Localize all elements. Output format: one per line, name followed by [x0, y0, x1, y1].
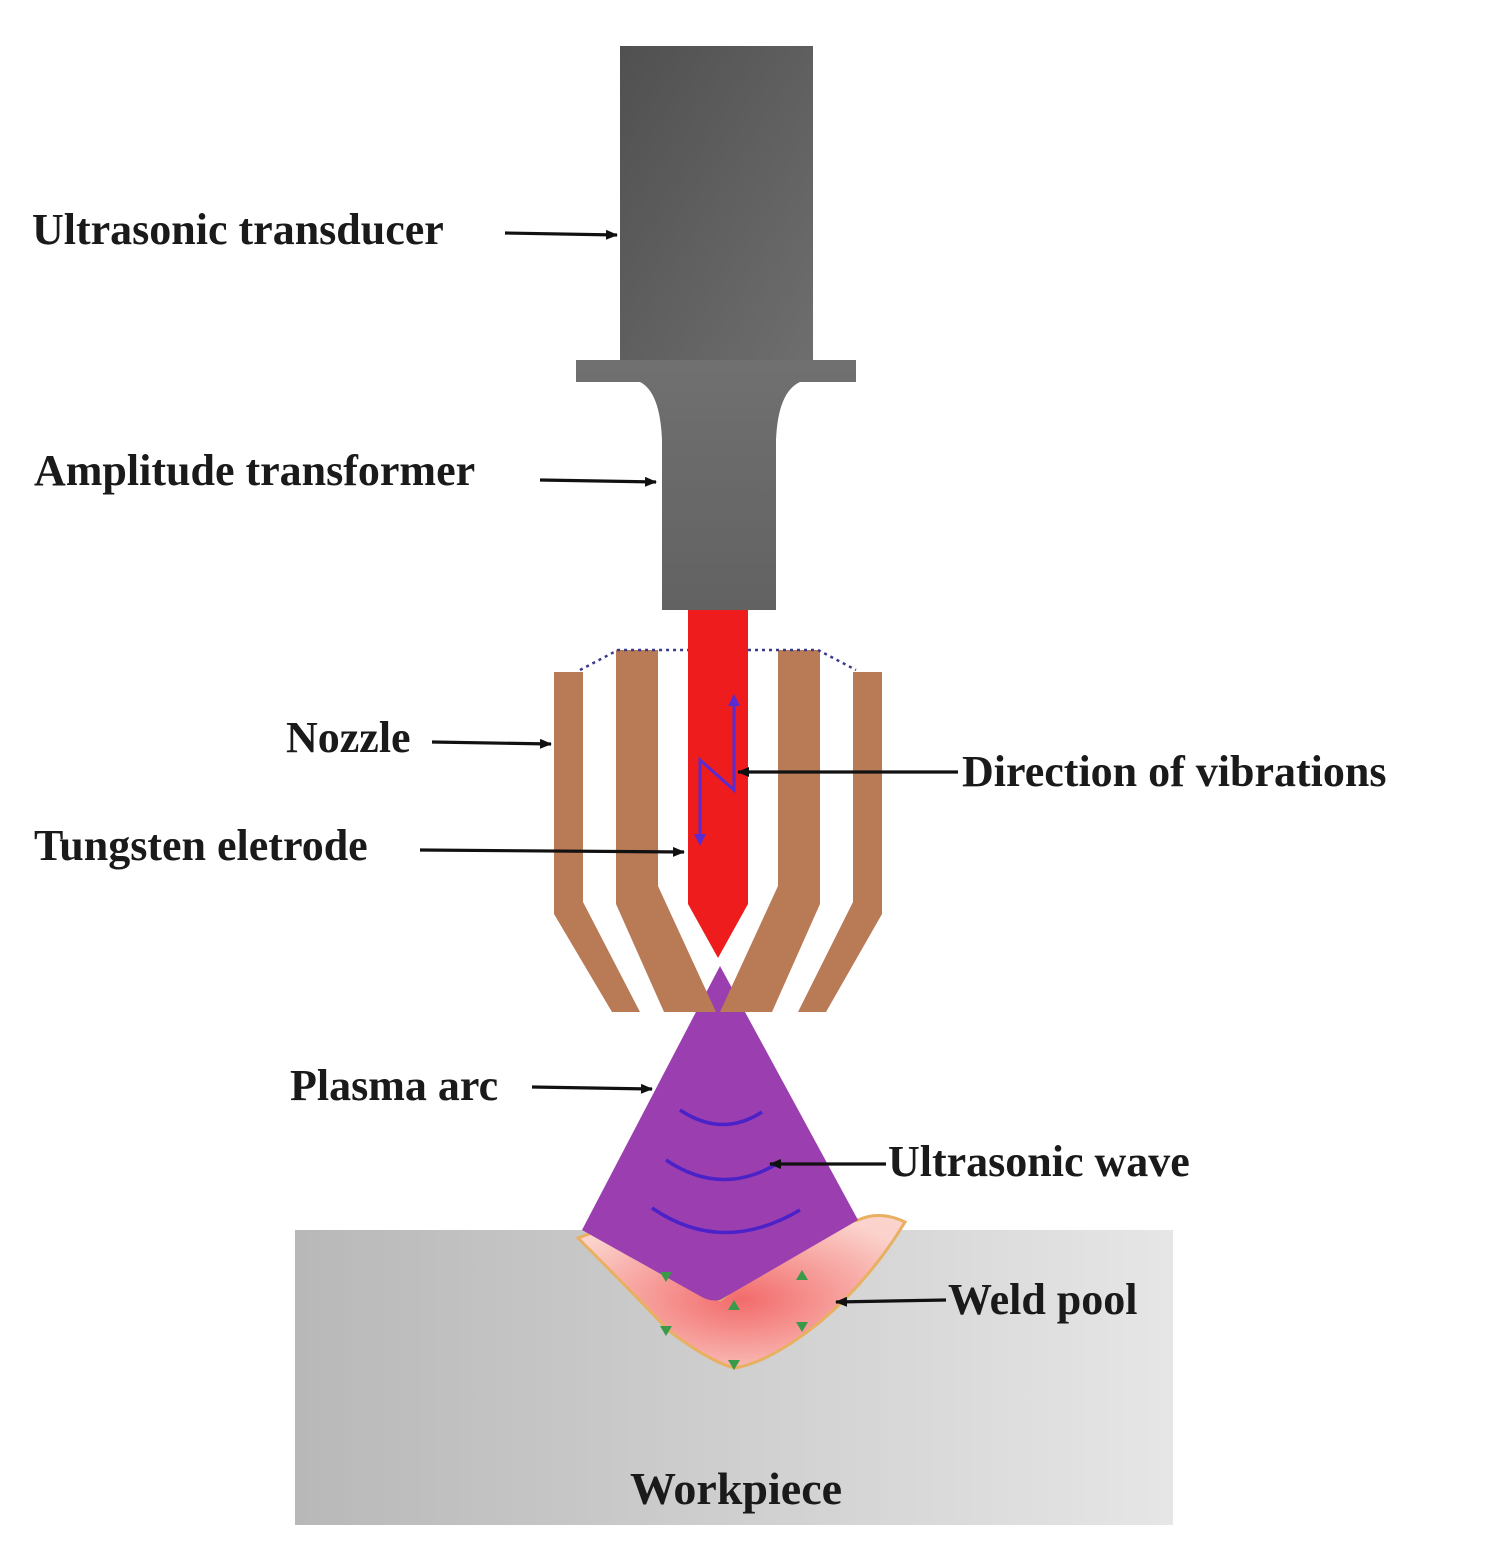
label-workpiece: Workpiece	[630, 1463, 842, 1514]
nozzle-dotted-outline	[579, 648, 857, 672]
vibration-arrow-down-icon	[694, 834, 706, 846]
weld-pool-flow-markers	[660, 1270, 808, 1370]
label-nozzle: Nozzle	[286, 713, 411, 762]
vibration-direction-zigzag	[698, 700, 736, 840]
amplitude-transformer	[576, 360, 856, 610]
ultrasonic-transducer	[620, 46, 813, 360]
ultrasonic-wave-arcs	[651, 1108, 801, 1235]
nozzle	[554, 650, 882, 1012]
vibration-arrow-up-icon	[728, 694, 740, 706]
label-weld-pool: Weld pool	[948, 1275, 1138, 1324]
label-direction-of-vibrations: Direction of vibrations	[962, 747, 1387, 796]
label-leader-arrows	[419, 229, 958, 1307]
label-ultrasonic-wave: Ultrasonic wave	[888, 1137, 1190, 1186]
label-tungsten-electrode: Tungsten eletrode	[34, 821, 368, 870]
label-ultrasonic-transducer: Ultrasonic transducer	[32, 205, 444, 254]
weld-pool	[575, 1214, 908, 1370]
tungsten-electrode	[688, 610, 748, 958]
label-amplitude-transformer: Amplitude transformer	[34, 446, 475, 495]
label-plasma-arc: Plasma arc	[290, 1061, 498, 1110]
